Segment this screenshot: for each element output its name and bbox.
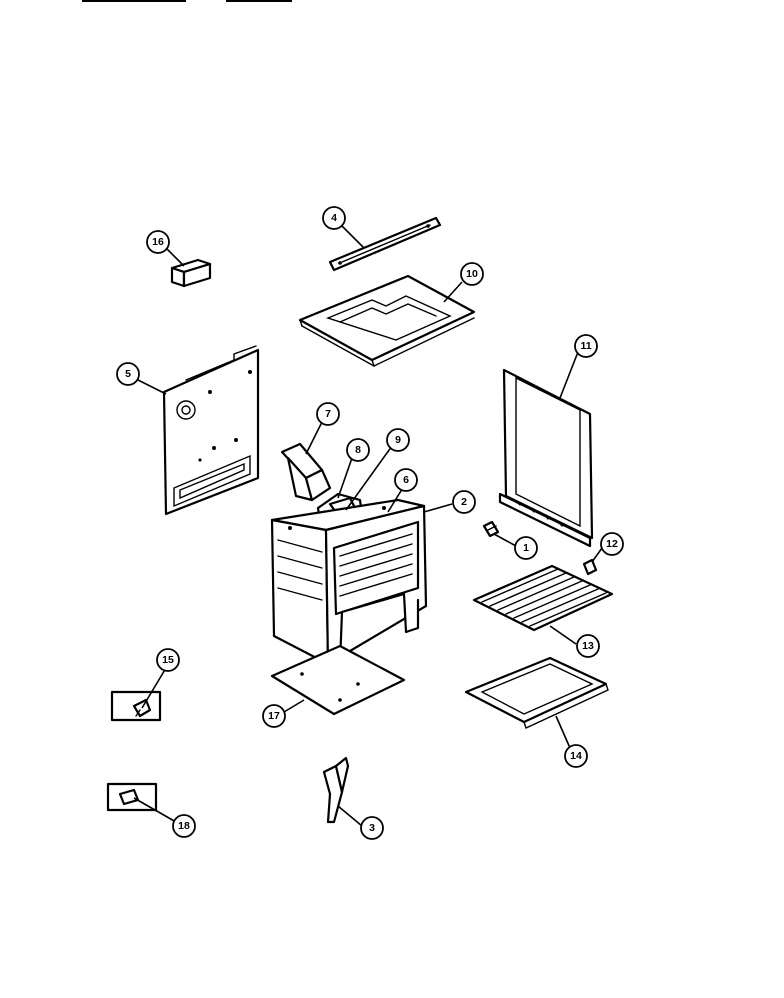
svg-text:14: 14 bbox=[570, 750, 582, 762]
svg-text:10: 10 bbox=[466, 268, 478, 280]
svg-text:18: 18 bbox=[178, 820, 190, 832]
part-14-broiler-pan bbox=[464, 656, 609, 729]
callout-3: 3 bbox=[360, 816, 384, 840]
callout-17: 17 bbox=[262, 704, 286, 728]
callout-15: 15 bbox=[156, 648, 180, 672]
leader-lines bbox=[133, 223, 603, 827]
svg-text:17: 17 bbox=[268, 710, 280, 722]
part-10-top-panel bbox=[298, 274, 476, 367]
part-1-clip bbox=[482, 520, 500, 538]
part-12-rack-stop bbox=[582, 558, 598, 576]
part-7-vent-duct bbox=[280, 442, 332, 502]
svg-text:9: 9 bbox=[395, 434, 401, 446]
part-4-top-rail bbox=[328, 216, 442, 272]
part-15-bracket bbox=[110, 690, 162, 722]
svg-text:1: 1 bbox=[523, 542, 529, 554]
part-11-door-frame bbox=[498, 368, 594, 548]
part-13-oven-rack bbox=[472, 564, 614, 632]
callout-16: 16 bbox=[146, 230, 170, 254]
callout-8: 8 bbox=[346, 438, 370, 462]
part-5-back-panel bbox=[162, 345, 260, 516]
callout-4: 4 bbox=[322, 206, 346, 230]
svg-text:5: 5 bbox=[125, 368, 131, 380]
part-17-bottom-plate bbox=[270, 644, 406, 716]
callout-18: 18 bbox=[172, 814, 196, 838]
callout-11: 11 bbox=[574, 334, 598, 358]
callout-14: 14 bbox=[564, 744, 588, 768]
svg-text:13: 13 bbox=[582, 640, 594, 652]
callout-9: 9 bbox=[386, 428, 410, 452]
svg-text:12: 12 bbox=[606, 538, 618, 550]
svg-text:7: 7 bbox=[325, 408, 331, 420]
part-2-oven-body bbox=[270, 498, 428, 666]
callout-12: 12 bbox=[600, 532, 624, 556]
svg-text:11: 11 bbox=[580, 340, 591, 352]
callout-5: 5 bbox=[116, 362, 140, 386]
callout-10: 10 bbox=[460, 262, 484, 286]
svg-text:16: 16 bbox=[152, 236, 164, 248]
part-3-hinge bbox=[322, 756, 350, 824]
svg-text:6: 6 bbox=[403, 474, 409, 486]
part-16-bracket bbox=[170, 258, 212, 288]
svg-text:3: 3 bbox=[369, 822, 375, 834]
svg-text:2: 2 bbox=[461, 496, 467, 508]
callout-13: 13 bbox=[576, 634, 600, 658]
svg-text:8: 8 bbox=[355, 444, 361, 456]
callout-2: 2 bbox=[452, 490, 476, 514]
callout-1: 1 bbox=[514, 536, 538, 560]
svg-text:4: 4 bbox=[331, 212, 337, 224]
callout-7: 7 bbox=[316, 402, 340, 426]
callout-6: 6 bbox=[394, 468, 418, 492]
svg-text:15: 15 bbox=[162, 654, 174, 666]
